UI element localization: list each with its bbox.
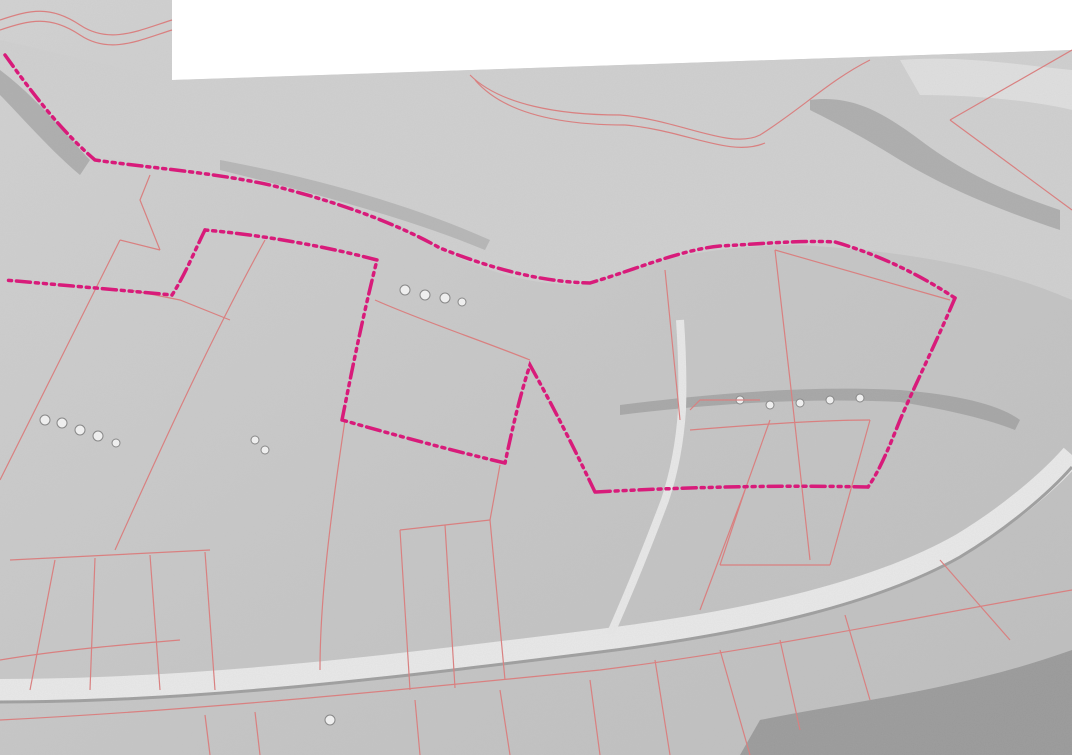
parcel-line bbox=[444, 524, 456, 689]
boundary-inner-south bbox=[340, 418, 507, 465]
parcel-line bbox=[139, 174, 161, 251]
mounds bbox=[39, 284, 865, 726]
parcel-line bbox=[499, 689, 511, 755]
parcel-line bbox=[414, 699, 421, 755]
boundary-south bbox=[593, 484, 870, 494]
parcel-line bbox=[489, 464, 501, 521]
boundary-inner-north bbox=[203, 228, 379, 262]
parcel-line bbox=[119, 239, 161, 251]
parcel-line bbox=[589, 679, 601, 755]
river-channel-line bbox=[0, 20, 173, 46]
parcel-boundaries bbox=[0, 10, 1072, 755]
river-channel-line bbox=[0, 10, 173, 36]
parcel-line bbox=[779, 639, 801, 731]
parcel-line bbox=[654, 659, 671, 755]
parcel-line bbox=[664, 269, 681, 421]
boundary-inner-west bbox=[340, 258, 379, 422]
parcel-line bbox=[204, 551, 216, 691]
parcel-line bbox=[689, 419, 871, 431]
parcel-line bbox=[699, 489, 746, 611]
study-area-boundary bbox=[3, 53, 957, 494]
parcel-line bbox=[0, 239, 121, 481]
boundary-east bbox=[866, 296, 957, 489]
boundary-southwest bbox=[503, 360, 597, 494]
parcel-line bbox=[399, 529, 411, 691]
river-channel-line bbox=[474, 79, 766, 148]
parcel-line bbox=[114, 239, 266, 551]
parcel-line bbox=[844, 614, 871, 701]
boundary-west bbox=[3, 228, 207, 297]
parcel-line bbox=[949, 119, 1072, 211]
parcel-line bbox=[689, 399, 760, 411]
parcel-line bbox=[939, 559, 1011, 641]
parcel-line bbox=[204, 714, 211, 755]
parcel-line bbox=[829, 419, 871, 566]
parcel-line bbox=[254, 711, 261, 755]
parcel-line bbox=[719, 649, 751, 755]
parcel-line bbox=[374, 299, 531, 361]
parcel-line bbox=[489, 519, 506, 681]
parcel-line bbox=[0, 639, 181, 661]
parcel-line bbox=[29, 559, 56, 691]
parcel-line bbox=[319, 419, 346, 671]
parcel-line bbox=[149, 554, 161, 691]
parcel-line bbox=[774, 249, 951, 301]
parcel-line bbox=[774, 249, 811, 561]
river-channel-line bbox=[469, 59, 871, 140]
parcel-line bbox=[0, 589, 1072, 721]
parcel-line bbox=[949, 49, 1072, 121]
boundary-north bbox=[3, 53, 957, 300]
parcel-line bbox=[89, 557, 96, 691]
parcel-line bbox=[9, 549, 211, 561]
